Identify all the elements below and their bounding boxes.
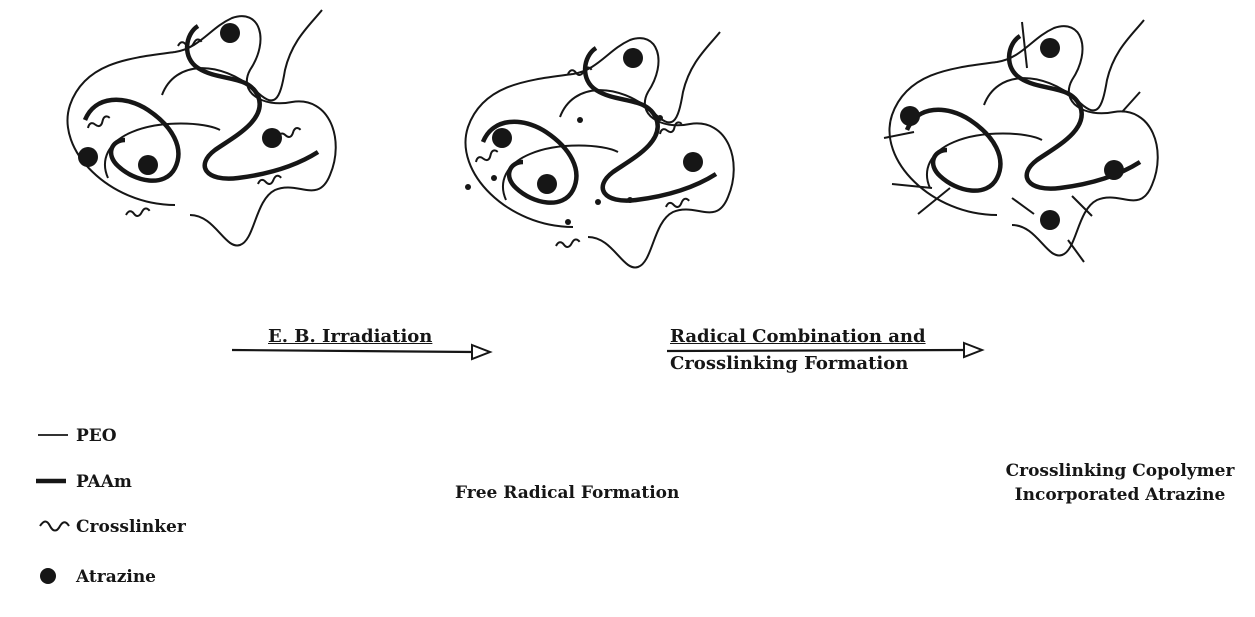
radical-dot [595,199,601,205]
crosslink-bridge [884,132,914,138]
crosslink-bridge [1122,92,1140,112]
arrow-step2-label-line1: Radical Combination and [670,326,926,348]
radical-dot [491,175,497,181]
legend-symbols [36,435,69,584]
crosslink-bridge [1012,198,1034,214]
radical-dot [577,117,583,123]
atrazine-dot [537,174,557,194]
atrazine-dot [78,147,98,167]
legend-label-peo: PEO [76,425,117,447]
atrazine-dot [623,48,643,68]
crosslink-bridge [1022,22,1027,68]
crosslink-bridge [918,188,950,214]
stage1-molecule [68,10,336,245]
radical-dot [565,219,571,225]
crosslinker-squiggle [125,208,150,218]
atrazine-dot [683,152,703,172]
legend-filled-dot [40,568,56,584]
atrazine-dot [492,128,512,148]
atrazine-dot [900,106,920,126]
stage2-molecule [465,32,734,267]
legend-label-crosslinker: Crosslinker [76,516,186,538]
atrazine-dot [220,23,240,43]
stage2-caption: Free Radical Formation [455,482,679,504]
arrow-step1-label: E. B. Irradiation [268,326,432,348]
radical-dot [657,115,663,121]
radical-dot [465,184,471,190]
crosslink-bridge [1068,240,1084,262]
legend-wavy-line [40,522,69,531]
crosslinker-squiggle [555,239,580,249]
crosslink-bridge [892,184,932,188]
arrow-step2-label-line2: Crosslinking Formation [670,353,908,375]
legend-label-atrazine: Atrazine [76,566,156,588]
crosslinker-squiggle [665,198,690,210]
atrazine-dot [1040,210,1060,230]
stage3-caption-line1: Crosslinking Copolymer [985,460,1255,482]
radical-dot [627,197,633,203]
crosslinker-squiggle [257,175,282,187]
atrazine-dot [1040,38,1060,58]
atrazine-dot [138,155,158,175]
stage3-caption-line2: Incorporated Atrazine [985,484,1255,506]
stage3-molecule [884,20,1158,262]
crosslinker-squiggle [475,149,499,165]
atrazine-dot [1104,160,1124,180]
crosslinker-squiggle [87,115,111,131]
legend-label-paam: PAAm [76,471,132,493]
